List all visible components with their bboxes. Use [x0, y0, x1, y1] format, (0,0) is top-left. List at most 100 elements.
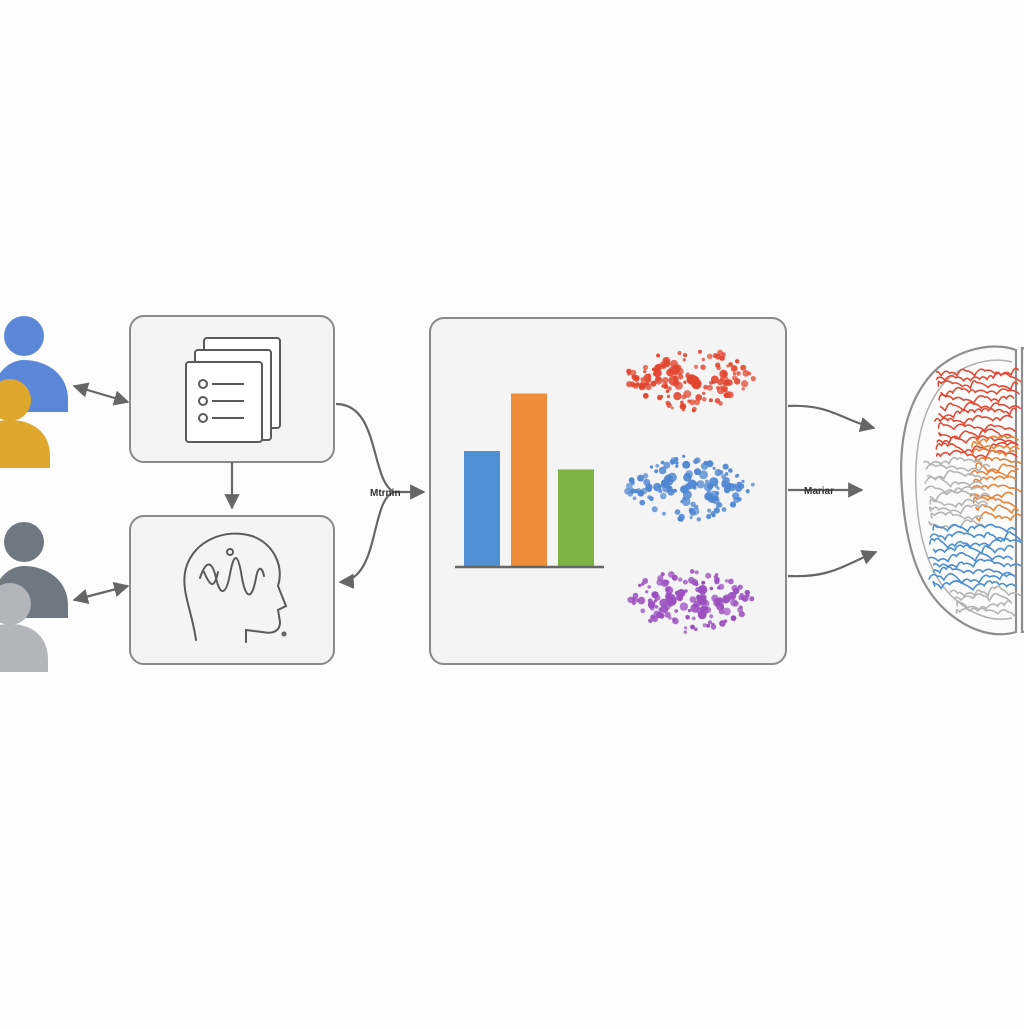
cluster-point — [732, 372, 737, 376]
cluster-point — [706, 460, 714, 468]
cluster-point — [678, 577, 683, 582]
cluster-point — [716, 386, 720, 390]
cluster-point — [687, 608, 692, 613]
cluster-point — [661, 479, 670, 487]
brain-fold — [924, 485, 985, 494]
cluster-point — [745, 489, 750, 494]
cluster-point — [678, 513, 685, 521]
cluster-point — [667, 472, 677, 482]
brain-wave-head-icon — [183, 532, 288, 643]
head-box — [129, 515, 335, 665]
cluster-red — [626, 349, 756, 413]
cluster-point — [644, 382, 648, 386]
cluster-point — [693, 581, 698, 586]
cluster-point — [687, 399, 691, 403]
cluster-point — [649, 605, 655, 611]
brain-fold — [932, 566, 1014, 577]
cluster-point — [733, 483, 739, 489]
cluster-point — [643, 369, 647, 374]
cluster-point — [673, 488, 677, 493]
cluster-point — [750, 376, 756, 382]
cluster-point — [689, 596, 697, 603]
cluster-point — [734, 378, 741, 385]
cluster-point — [722, 463, 729, 470]
cluster-point — [655, 463, 660, 468]
cluster-point — [656, 611, 663, 619]
cluster-point — [660, 572, 665, 577]
cluster-point — [705, 572, 712, 579]
cluster-point — [717, 379, 724, 386]
cluster-point — [663, 384, 669, 389]
brain-fold — [975, 504, 1019, 515]
cluster-point — [710, 494, 715, 499]
cluster-point — [699, 470, 708, 480]
cluster-point — [701, 580, 706, 585]
cluster-point — [672, 617, 679, 625]
cluster-point — [674, 609, 679, 613]
cluster-point — [707, 508, 712, 513]
arrow-users-top-to-docs — [72, 382, 130, 406]
brain-fold — [929, 537, 1023, 550]
brain-fold — [937, 422, 1016, 433]
brain-fold — [932, 544, 1014, 555]
cluster-point — [663, 461, 671, 469]
cluster-point — [700, 462, 709, 470]
cluster-point — [677, 373, 684, 380]
user-light-gray-icon — [0, 583, 48, 672]
cluster-point — [638, 383, 645, 391]
cluster-point — [627, 491, 634, 497]
cluster-point — [666, 394, 671, 399]
cluster-point — [724, 579, 729, 583]
cluster-point — [626, 368, 632, 374]
cluster-point — [691, 507, 700, 516]
merge-connector — [335, 402, 426, 589]
bar-chart — [455, 393, 604, 569]
cluster-point — [747, 371, 752, 376]
cluster-point — [690, 624, 695, 630]
cluster-point — [701, 357, 705, 362]
cluster-point — [742, 370, 750, 377]
cluster-point — [656, 578, 664, 586]
brain-fold — [954, 592, 1012, 603]
cluster-point — [705, 479, 709, 484]
cluster-point — [651, 367, 656, 372]
cluster-point — [665, 593, 673, 601]
cluster-point — [662, 511, 666, 516]
cluster-point — [723, 392, 730, 399]
brain-fold — [933, 558, 1024, 570]
cluster-point — [723, 607, 731, 616]
cluster-point — [694, 399, 700, 406]
user-group-bottom — [0, 522, 68, 672]
cluster-point — [737, 584, 743, 590]
cluster-point — [670, 359, 678, 368]
cluster-purple — [627, 569, 755, 634]
cluster-point — [715, 362, 721, 368]
bar-1 — [464, 451, 500, 566]
output-connectors — [787, 404, 878, 578]
cluster-point — [635, 382, 640, 387]
cluster-point — [735, 359, 740, 364]
cluster-point — [698, 593, 707, 602]
cluster-point — [725, 487, 729, 492]
cluster-point — [627, 372, 631, 376]
cluster-point — [673, 392, 682, 401]
cluster-point — [665, 586, 674, 595]
brain-fold — [935, 372, 1023, 384]
cluster-point — [689, 569, 695, 574]
cluster-point — [732, 492, 740, 500]
cluster-point — [708, 398, 713, 403]
cluster-point — [685, 615, 690, 620]
cluster-point — [639, 499, 646, 506]
cluster-point — [688, 576, 695, 584]
cluster-point — [649, 496, 654, 502]
cluster-point — [626, 381, 633, 388]
cluster-point — [625, 482, 633, 490]
cluster-point — [741, 387, 745, 391]
cluster-point — [685, 372, 690, 377]
cluster-point — [680, 400, 684, 405]
cluster-point — [706, 513, 712, 520]
cluster-point — [654, 376, 663, 385]
cluster-point — [698, 349, 702, 354]
cluster-point — [665, 400, 671, 406]
cluster-point — [642, 364, 649, 370]
